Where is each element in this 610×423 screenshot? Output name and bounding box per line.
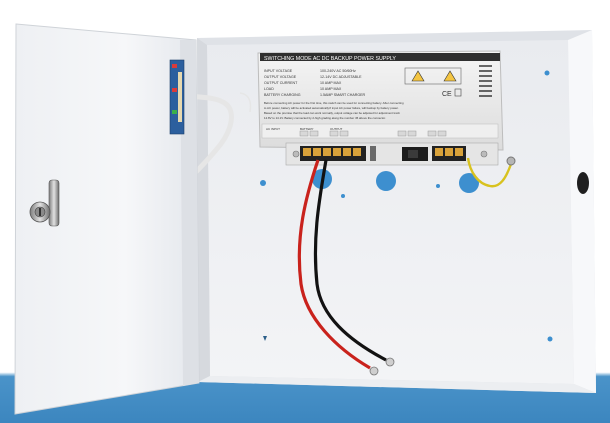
terminal-label: AC INPUT bbox=[266, 127, 280, 131]
spec-key: OUTPUT VOLTAGE bbox=[264, 75, 297, 79]
terminal-label: OUTPUT bbox=[330, 127, 343, 131]
cabinet-door[interactable] bbox=[14, 23, 200, 415]
fuse-holder bbox=[402, 147, 428, 161]
terminal-block-left bbox=[300, 146, 376, 161]
earth-wire bbox=[466, 157, 513, 188]
ring-terminal bbox=[385, 357, 395, 367]
earth-screw bbox=[506, 156, 516, 166]
psu-note-line: Based on the premise that the load can w… bbox=[264, 111, 400, 115]
psu-note-line: to AC power, battery will be activated a… bbox=[264, 106, 399, 110]
red-battery-lead bbox=[297, 159, 371, 370]
spec-key: OUTPUT CURRENT bbox=[264, 81, 298, 85]
spec-value: 12-14V DC ADJUSTABLE bbox=[320, 75, 362, 79]
psu-note-line: Before connecting AC power for the first… bbox=[264, 101, 404, 105]
vent-slots bbox=[479, 65, 492, 97]
warning-triangle-icon bbox=[404, 67, 462, 85]
terminal-block-right bbox=[432, 146, 466, 161]
cable-hole bbox=[577, 172, 589, 194]
terminal-labels: AC INPUT BATTERY OUTPUT bbox=[266, 127, 343, 131]
cam-lock[interactable] bbox=[29, 179, 60, 227]
terminal-label: BATTERY bbox=[300, 127, 314, 131]
psu-title: SWITCHING MODE AC DC BACKUP POWER SUPPLY bbox=[264, 56, 396, 62]
spec-key: LOAD bbox=[264, 87, 274, 91]
power-supply-unit: SWITCHING MODE AC DC BACKUP POWER SUPPLY… bbox=[257, 50, 504, 166]
spec-value: 10 AMP MAX bbox=[320, 87, 342, 91]
spec-key: BATTERY CHARGING bbox=[264, 93, 301, 97]
spec-value: 10 AMP MAX bbox=[320, 81, 342, 85]
svg-text:CE: CE bbox=[442, 91, 452, 98]
knockout-hole bbox=[459, 173, 479, 193]
spec-key: INPUT VOLTAGE bbox=[264, 69, 293, 73]
indicator-board bbox=[169, 59, 185, 135]
spec-value: 100-240V AC 50/60Hz bbox=[320, 69, 356, 73]
black-battery-lead bbox=[313, 159, 387, 362]
knockout-hole bbox=[376, 171, 396, 191]
psu-note-line: 12.8V to 14.1V. Battery connected by 2-h… bbox=[264, 116, 386, 120]
spec-value: 1.5AMP SMART CHARGER bbox=[320, 93, 366, 97]
ce-mark-icon: CE bbox=[442, 88, 462, 98]
ring-terminal bbox=[369, 366, 379, 376]
